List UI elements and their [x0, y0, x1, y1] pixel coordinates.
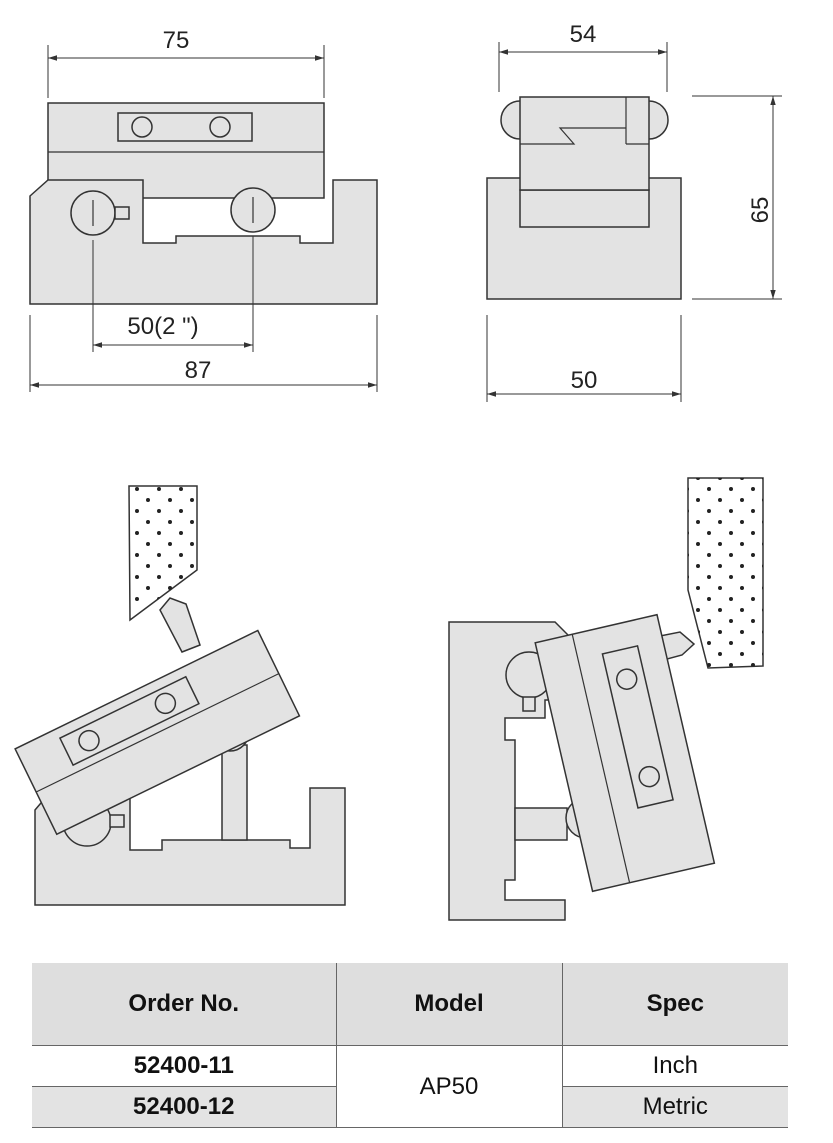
usage-illustration-left: [14, 485, 346, 906]
dim-top-width-front: 75: [163, 27, 190, 54]
dim-top-width-side: 54: [570, 21, 597, 48]
front-view: 75 50(2 ") 87: [29, 27, 378, 392]
table-row: 52400-12 Metric: [32, 1086, 788, 1128]
header-spec: Spec: [561, 963, 788, 1046]
spec-cell: Inch: [561, 1045, 788, 1087]
usage-illustration-right: [448, 477, 764, 921]
dim-height-side: 65: [747, 197, 774, 224]
side-lower-block: [519, 189, 650, 228]
table-row: 52400-11 AP50 Inch: [32, 1045, 788, 1128]
header-model: Model: [335, 963, 562, 1046]
side-view: 54 65 50: [486, 21, 782, 402]
table-header-row: Order No. Model Spec: [32, 963, 788, 1046]
order-no-cell: 52400-12: [32, 1086, 336, 1128]
header-order-no: Order No.: [32, 963, 336, 1046]
dim-base-width-side: 50: [571, 367, 598, 394]
order-no-cell: 52400-11: [32, 1045, 336, 1087]
technical-drawing: 75 50(2 ") 87 54 65 50: [14, 21, 782, 921]
model-cell: AP50: [335, 1045, 562, 1128]
spec-cell: Metric: [561, 1086, 788, 1128]
grinding-wheel-right: [688, 478, 763, 668]
dim-base-width-front: 87: [185, 357, 212, 384]
dim-center-distance: 50(2 "): [127, 313, 198, 340]
spec-table: Order No. Model Spec 52400-11 AP50 Inch …: [32, 963, 788, 1128]
